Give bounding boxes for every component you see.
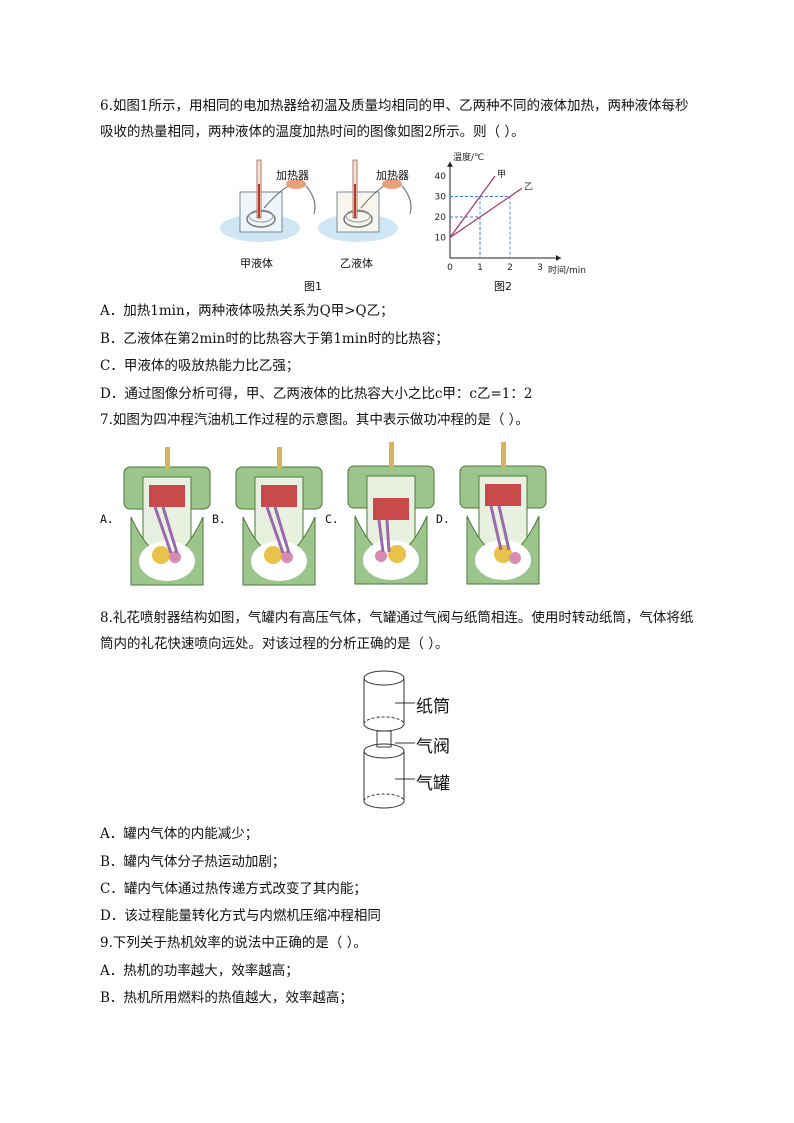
q6-option-d: D．通过图像分析可得，甲、乙两液体的比热容大小之比c甲：c乙=1：2 xyxy=(100,386,533,402)
y-axis-label: 温度/℃ xyxy=(453,151,484,163)
y-tick-label: 30 xyxy=(435,193,447,203)
figure2-caption: 图2 xyxy=(494,280,512,293)
q8-option-c: C．罐内气体通过热传递方式改变了其内能； xyxy=(100,881,367,897)
label-leader-lines xyxy=(395,702,415,780)
y-axis-arrow xyxy=(447,161,453,167)
series-line-0 xyxy=(449,175,496,238)
x-axis-arrow xyxy=(556,255,561,261)
q6-option-b: B．乙液体在第2min时的比热容大于第1min时的比热容； xyxy=(100,331,449,347)
liquid-b-label: 乙液体 xyxy=(340,257,373,270)
q7-label-c: C. xyxy=(325,512,339,526)
y-tick-label: 20 xyxy=(435,213,447,223)
series-label-0: 甲 xyxy=(497,169,506,180)
figure1-caption: 图1 xyxy=(304,280,322,293)
x-tick-label: 0 xyxy=(447,263,453,273)
q8-stem-line2: 筒内的礼花快速喷向远处。对该过程的分析正确的是（ ）。 xyxy=(100,636,449,652)
valve-label: 气阀 xyxy=(416,737,450,757)
q6-stem-line2: 吸收的热量相同，两种液体的温度加热时间的图像如图2所示。则（ ）。 xyxy=(100,124,525,140)
x-tick-label: 1 xyxy=(477,263,483,273)
liquid-a-label: 甲液体 xyxy=(240,257,273,270)
q9-option-b: B．热机所用燃料的热值越大，效率越高； xyxy=(100,990,353,1006)
q7-label-b: B. xyxy=(212,512,226,526)
q6-figure2-chart: 0 1 2 3 10 20 30 40 温度/℃ 时间/min 甲乙 xyxy=(435,151,586,274)
q8-stem-line1: 8.礼花喷射器结构如图，气罐内有高压气体，气罐通过气阀与纸筒相连。使用时转动纸筒… xyxy=(100,610,694,626)
q7-stem: 7.如图为四冲程汽油机工作过程的示意图。其中表示做功冲程的是（ ）。 xyxy=(100,412,529,428)
y-tick-label: 10 xyxy=(435,234,447,244)
q6-option-c: C．甲液体的吸放热能力比乙强； xyxy=(100,358,300,374)
q6-stem-line1: 6.如图1所示，用相同的电加热器给初温及质量均相同的甲、乙两种不同的液体加热，两… xyxy=(100,98,689,114)
x-tick-label: 2 xyxy=(507,263,513,273)
engine-diagram-b xyxy=(235,447,323,586)
q6-figure1 xyxy=(220,159,412,242)
series-label-1: 乙 xyxy=(524,181,533,192)
q8-option-a: A．罐内气体的内能减少； xyxy=(100,826,259,842)
q9-option-a: A．热机的功率越大，效率越高； xyxy=(100,963,299,979)
q8-option-b: B．罐内气体分子热运动加剧； xyxy=(100,854,286,870)
engine-diagram-a xyxy=(123,447,211,586)
paper-tube-label: 纸筒 xyxy=(416,697,450,717)
heater-label-b: 加热器 xyxy=(376,169,409,182)
q7-label-d: D. xyxy=(436,512,450,526)
q6-option-a: A．加热1min，两种液体吸热关系为Q甲>Q乙； xyxy=(100,303,394,319)
x-tick-label: 3 xyxy=(537,263,543,273)
engine-diagram-d xyxy=(459,442,547,585)
q7-label-a: A. xyxy=(100,512,114,526)
y-tick-label: 40 xyxy=(435,172,447,182)
tank-label: 气罐 xyxy=(416,774,450,794)
series-line-1 xyxy=(449,187,523,238)
heater-label-a: 加热器 xyxy=(276,169,309,182)
x-axis-label: 时间/min xyxy=(548,264,586,274)
fireworks-launcher-diagram xyxy=(363,670,405,809)
q9-stem: 9.下列关于热机效率的说法中正确的是（ ）。 xyxy=(100,935,367,951)
engine-diagram-c xyxy=(347,442,435,585)
q8-option-d: D．该过程能量转化方式与内燃机压缩冲程相同 xyxy=(100,908,381,924)
